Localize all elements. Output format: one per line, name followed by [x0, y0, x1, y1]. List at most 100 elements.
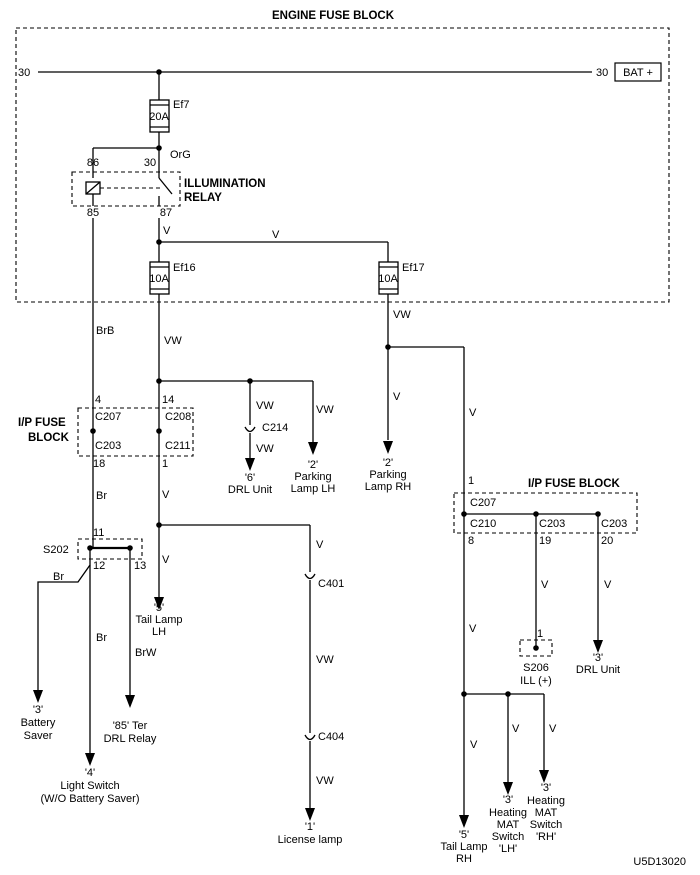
parking-lh-num: '2' [308, 459, 318, 471]
heating-lh-name4: 'LH' [499, 843, 517, 855]
wire-br-main: Br [96, 490, 107, 502]
heating-lh-name3: Switch [492, 831, 524, 843]
ip-fuse-block-right: I/P FUSE BLOCK 1 C207 C210 C203 C203 8 1… [453, 475, 638, 547]
wire-brb: BrB [96, 325, 114, 337]
connector-c207-left: C207 [95, 411, 121, 423]
diagram-code: U5D13020 [633, 856, 686, 868]
relay-pin-30: 30 [144, 157, 156, 169]
fuse-ef17: Ef17 10A [378, 261, 425, 295]
s206-pin: 1 [537, 628, 543, 640]
connector-c203-right: C203 [601, 518, 627, 530]
s202-pin-11: 11 [93, 527, 104, 539]
relay-title-line1: ILLUMINATION [184, 178, 266, 190]
wire-vw-parking-lh: VW [316, 404, 334, 416]
wire-br-light-switch: Br [96, 632, 107, 644]
heating-rh-num: '3' [541, 782, 551, 794]
connector-c401: C401 [318, 578, 344, 590]
connector-c214: C214 [262, 422, 288, 434]
bus-pin-left: 30 [18, 67, 30, 79]
brb-wire: BrB [92, 218, 114, 402]
parking-lh-name1: Parking [294, 471, 331, 483]
engine-fuse-block-frame: ENGINE FUSE BLOCK [15, 10, 670, 303]
drl-unit-right-num: '3' [593, 652, 603, 664]
illumination-relay: 86 30 OrG 85 87 ILLUMINATION RELAY [71, 147, 266, 219]
battery-bus: 30 30 BAT + [18, 62, 662, 82]
drl-unit-right-name: DRL Unit [576, 664, 620, 676]
ip-fuse-block-left: I/P FUSE BLOCK 4 14 C207 C208 C203 C211 … [18, 394, 194, 470]
fuse-ef7: Ef7 20A [149, 72, 190, 151]
license-lamp-num: '1' [305, 821, 315, 833]
bus-pin-right: 30 [596, 67, 608, 79]
heating-rh-name1: Heating [527, 795, 565, 807]
relay-title-line2: RELAY [184, 192, 222, 204]
wire-v-c211: V [162, 489, 170, 501]
pin-14: 14 [162, 394, 174, 406]
wire-br-battery-saver: Br [53, 571, 64, 583]
wire-brw-drl-relay: BrW [135, 647, 157, 659]
parking-rh-num: '2' [383, 457, 393, 469]
heating-rh-name2: MAT [535, 807, 558, 819]
license-lamp-wiring: C401 VW C404 VW '1' License lamp [278, 573, 344, 846]
s202-pin-13: 13 [134, 560, 146, 572]
tail-lh-name1: Tail Lamp [135, 614, 182, 626]
wire-v-drl-right: V [604, 579, 612, 591]
pin-1-c207-right: 1 [468, 475, 474, 487]
drl-relay-num: '85' Ter [113, 720, 148, 732]
tail-rh-name2: RH [456, 853, 472, 865]
wire-vw-c401-c404: VW [316, 654, 334, 666]
br-main-wire: Br [92, 456, 107, 548]
parking-rh-name2: Lamp RH [365, 481, 412, 493]
wire-vw-c214-in: VW [256, 400, 274, 412]
license-lamp-name: License lamp [278, 834, 343, 846]
drl-relay-name: DRL Relay [104, 733, 157, 745]
drl-unit-right-wiring: V '3' DRL Unit [576, 533, 620, 676]
wire-v-heating-lh: V [512, 723, 520, 735]
ef16-output-wiring: VW VW C214 VW '6' DRL Unit VW '2' Parkin… [156, 294, 335, 496]
wire-v-tail-rh: V [470, 739, 478, 751]
drl-unit-left-num: '6' [245, 472, 255, 484]
fuse-ef17-name: Ef17 [402, 262, 425, 274]
tail-lh-name2: LH [152, 626, 166, 638]
pin-1-c211: 1 [162, 458, 168, 470]
wire-vw-c214-out: VW [256, 443, 274, 455]
tail-lh-num: '5' [154, 602, 164, 614]
wire-v-top: V [272, 229, 280, 241]
wire-org: OrG [170, 149, 191, 161]
s202-pin-12: 12 [93, 560, 105, 572]
battery-saver-num: '3' [33, 704, 43, 716]
wire-vw-ef17: VW [393, 309, 411, 321]
wire-v-s206: V [541, 579, 549, 591]
battery-saver-name2: Saver [24, 730, 53, 742]
engine-fuse-block-title: ENGINE FUSE BLOCK [272, 10, 395, 22]
fuse-ef7-rating: 20A [149, 111, 169, 123]
ef17-output-wiring: VW V V '2' Parking Lamp RH [365, 294, 477, 500]
heating-rh-name4: 'RH' [536, 831, 556, 843]
wire-v-heating-rh: V [549, 723, 557, 735]
tail-rh-num: '5' [459, 829, 469, 841]
c210-output-wiring: V V V V '5' Tail Lamp RH '3' Heating MAT… [440, 533, 565, 865]
fuse-ef16: Ef16 10A [149, 261, 196, 295]
pin-20: 20 [601, 535, 613, 547]
parking-rh-name1: Parking [369, 469, 406, 481]
wire-v-c210-down: V [469, 623, 477, 635]
pin-4: 4 [95, 394, 101, 406]
wire-v-relay: V [163, 225, 171, 237]
light-switch-name2: (W/O Battery Saver) [40, 793, 139, 805]
battery-saver-name1: Battery [21, 717, 56, 729]
connector-c203-left: C203 [95, 440, 121, 452]
connector-c210: C210 [470, 518, 496, 530]
wire-v-right-main: V [469, 407, 477, 419]
c211-output-wiring: V V V '5' Tail Lamp LH [135, 456, 324, 638]
fuse-ef17-rating: 10A [378, 273, 398, 285]
s206-name2: ILL (+) [520, 675, 552, 687]
fuse-ef16-name: Ef16 [173, 262, 196, 274]
fuse-ef7-name: Ef7 [173, 99, 190, 111]
wire-v-parking-rh: V [393, 391, 401, 403]
connector-c203-mid: C203 [539, 518, 565, 530]
light-switch-name1: Light Switch [60, 780, 119, 792]
connector-c208: C208 [165, 411, 191, 423]
light-switch-num: '4' [85, 767, 95, 779]
heating-lh-name2: MAT [497, 819, 520, 831]
ip-fuse-block-left-title1: I/P FUSE [18, 417, 66, 429]
